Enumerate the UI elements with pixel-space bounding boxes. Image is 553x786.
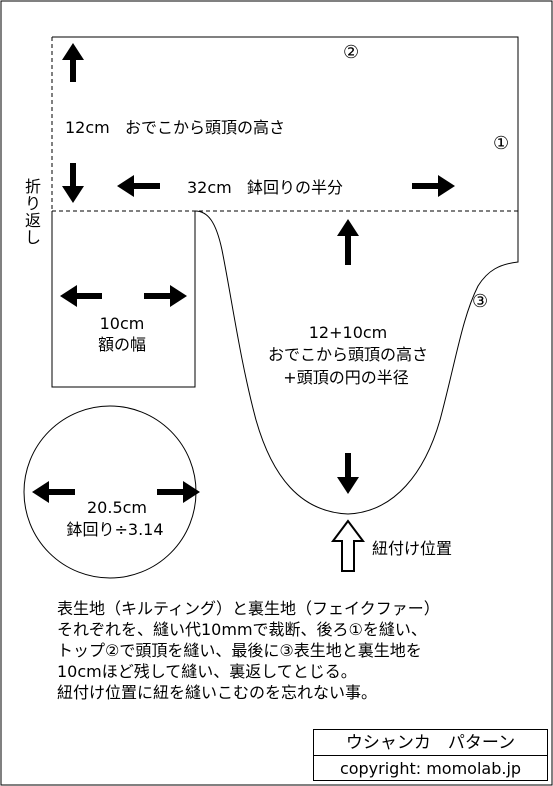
forehead-width-description: 額の幅 (97, 335, 147, 354)
circle-diameter-description: 鉢回り÷3.14 (66, 520, 164, 539)
string-position-arrow-icon (331, 519, 365, 572)
height-description: おでこから頭頂の高さ (125, 118, 286, 137)
marker-3: ③ (472, 291, 489, 312)
marker-2: ② (343, 42, 360, 63)
half-circumference-value: 32cm (187, 178, 232, 197)
main-panel-outline (52, 36, 519, 515)
fold-label: 折 り 返 し (24, 178, 42, 246)
instruction-line: 10cmほど残して縫い、裏返してとじる。 (57, 662, 357, 681)
instruction-line: トップ②で頭頂を縫い、最後に③表生地と裏生地を (57, 641, 422, 660)
pattern-title: ウシャンカ パターン (314, 730, 547, 756)
circle-diameter-value: 20.5cm (86, 498, 148, 517)
title-block: ウシャンカ パターン copyright: momolab.jp (313, 729, 548, 781)
flap-length-description-2: +頭頂の円の半径 (283, 368, 409, 387)
string-position-label: 紐付け位置 (372, 539, 453, 558)
arrow-left-icon (117, 175, 160, 197)
copyright: copyright: momolab.jp (339, 759, 522, 778)
fold-char: し (24, 228, 41, 247)
marker-1: ① (493, 133, 510, 154)
forehead-flap-outline (51, 211, 196, 388)
arrow-up-icon (337, 219, 359, 265)
arrow-right-icon (157, 481, 200, 503)
fold-char: り (24, 194, 41, 213)
instruction-line: 表生地（キルティング）と裏生地（フェイクファー） (57, 599, 440, 618)
forehead-width-value: 10cm (99, 314, 145, 333)
instruction-line: 紐付け位置に紐を縫いこむのを忘れない事。 (57, 683, 378, 702)
arrow-right-icon (412, 175, 455, 197)
flap-length-value: 12+10cm (308, 323, 388, 342)
instructions: 表生地（キルティング）と裏生地（フェイクファー） それぞれを、縫い代10mmで裁… (57, 598, 527, 703)
arrow-up-icon (62, 43, 84, 82)
arrow-down-icon (62, 163, 84, 203)
arrow-down-icon (337, 453, 359, 494)
flap-length-description-1: おでこから頭頂の高さ (267, 345, 429, 364)
fold-char: 返 (24, 211, 41, 230)
half-circumference-label: 32cm 鉢回りの半分 (187, 180, 343, 196)
arrow-right-icon (144, 285, 187, 307)
arrow-left-icon (60, 285, 102, 307)
arrow-left-icon (32, 481, 75, 503)
height-label: 12cm おでこから頭頂の高さ (65, 120, 285, 136)
half-circumference-description: 鉢回りの半分 (247, 178, 344, 197)
height-value: 12cm (65, 118, 110, 137)
instruction-line: それぞれを、縫い代10mmで裁断、後ろ①を縫い、 (57, 620, 427, 639)
fold-char: 折 (24, 177, 41, 196)
